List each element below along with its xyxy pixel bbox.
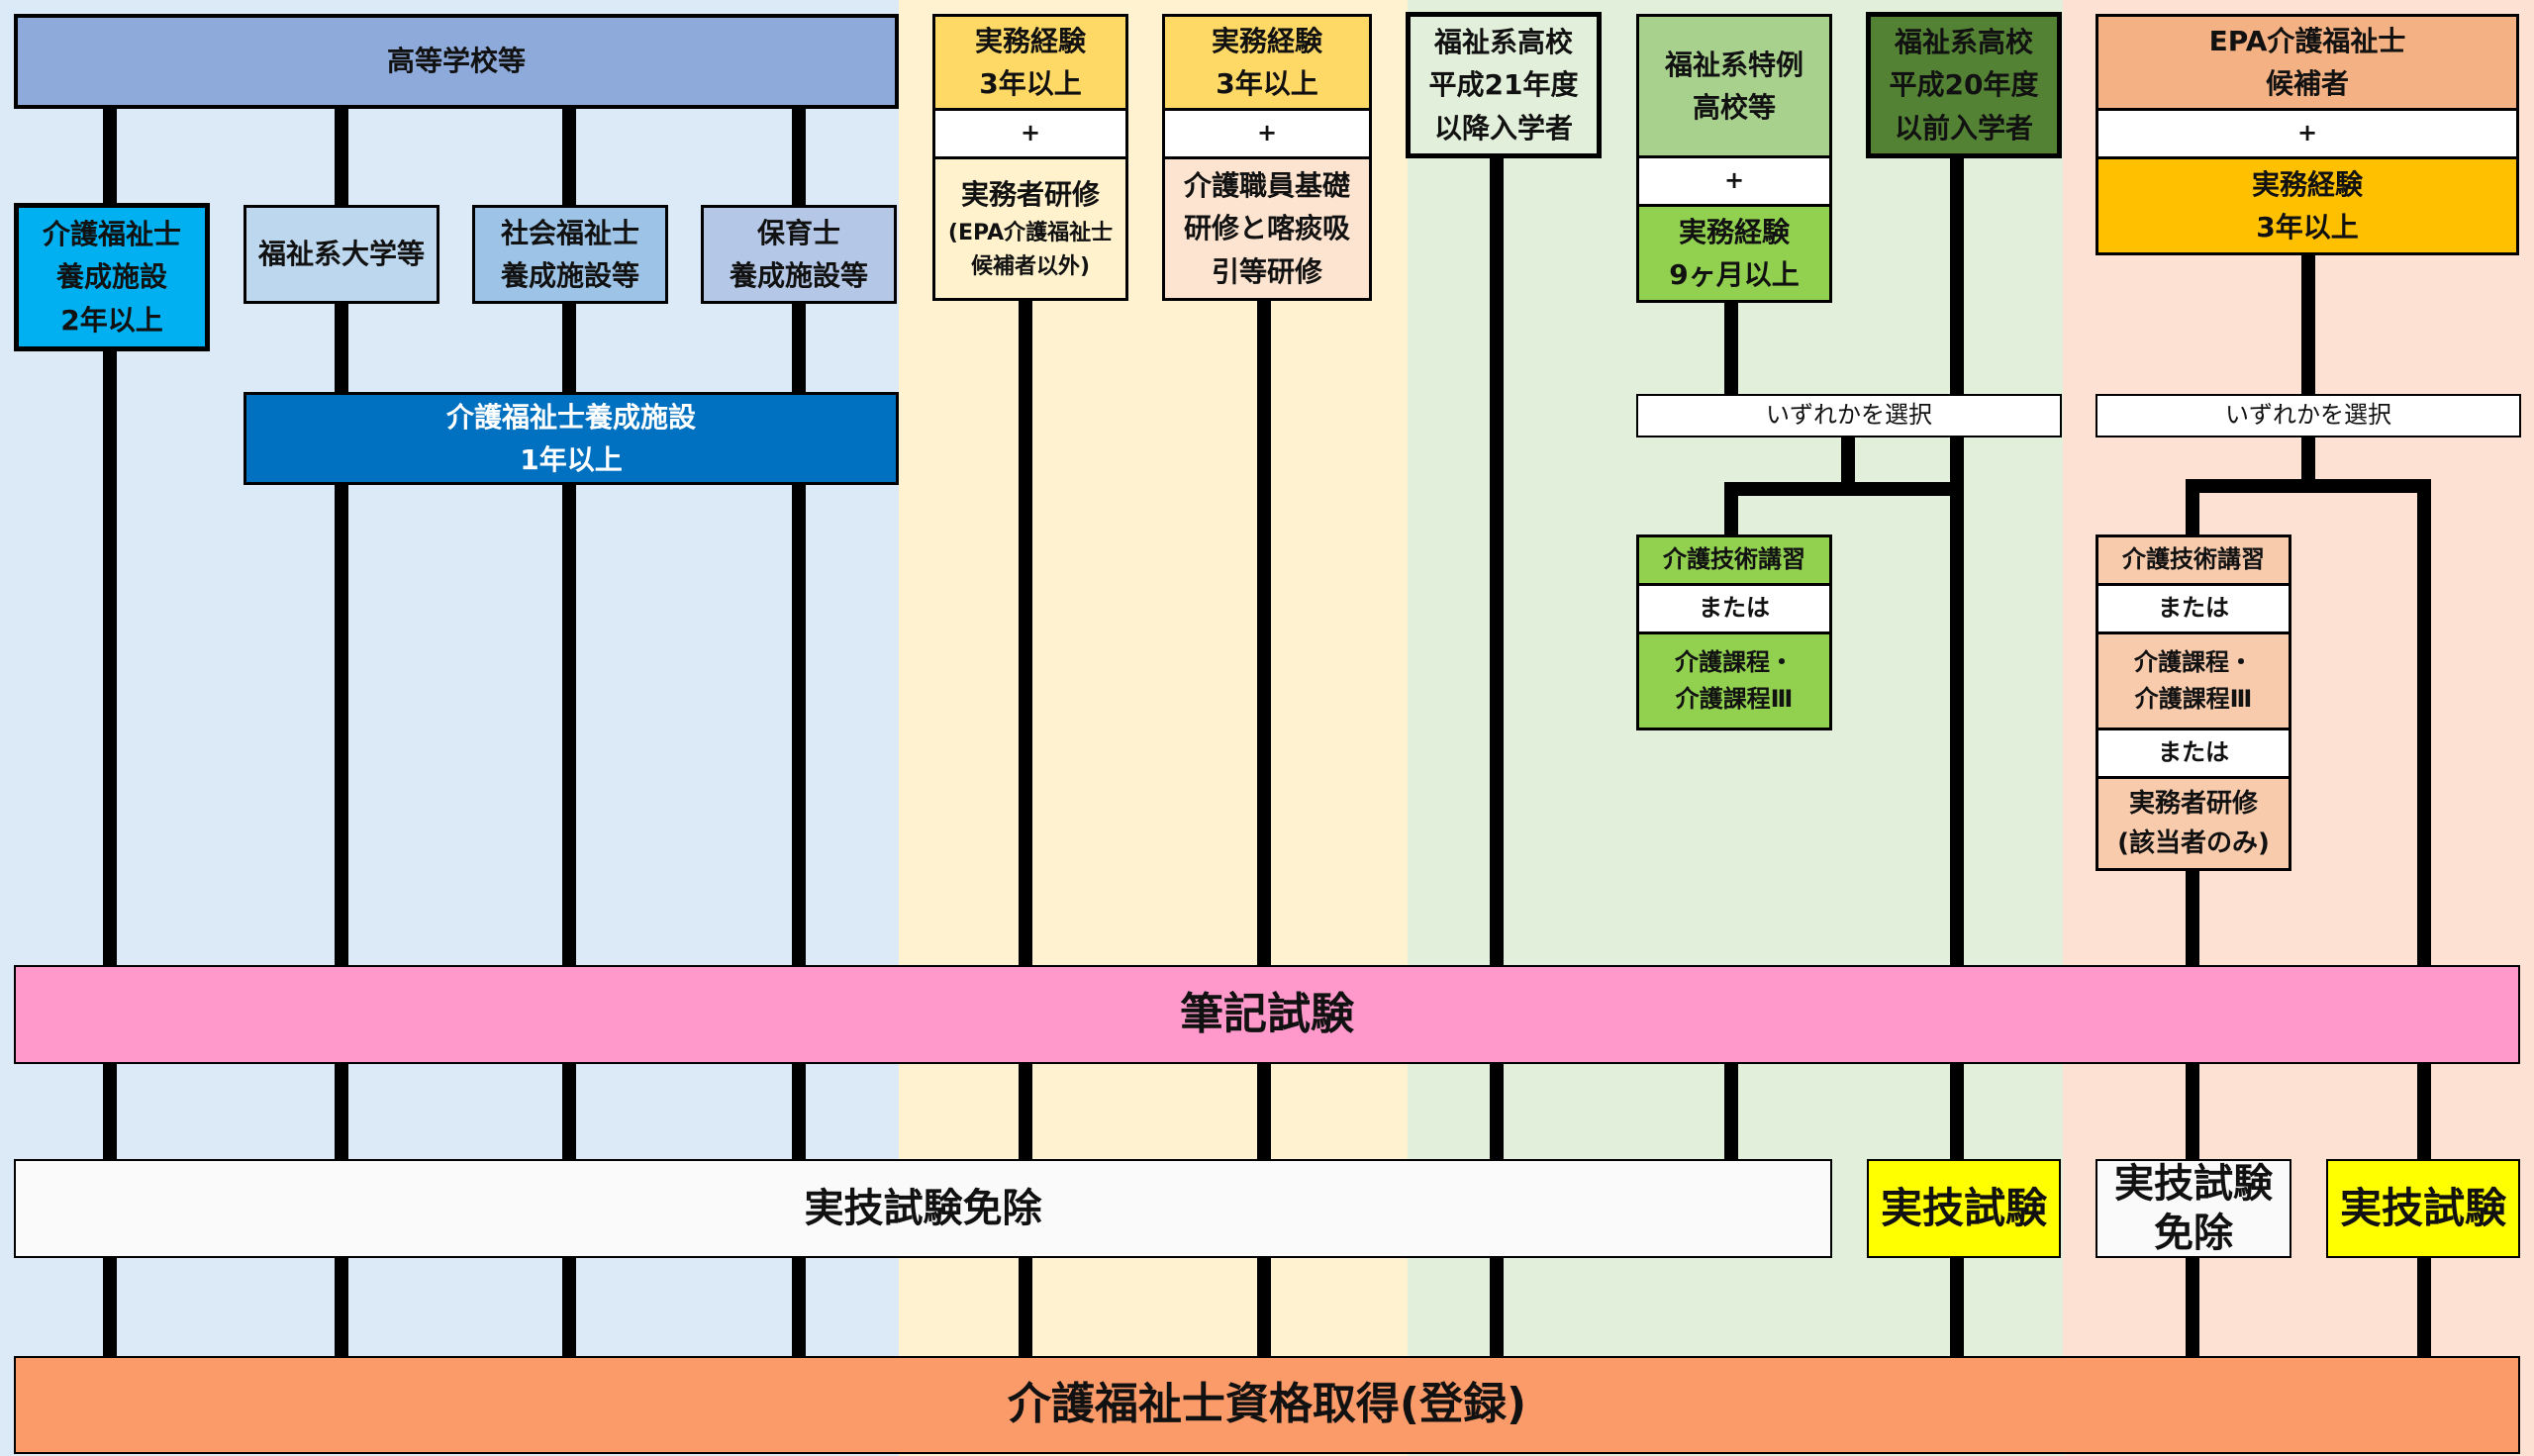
experience-9m-box: 実務経験 9ヶ月以上: [1636, 204, 1832, 303]
experience-3y-box-a: 実務経験 3年以上: [932, 14, 1128, 111]
practical-exam-exemption-box: 実技試験免除: [14, 1159, 1832, 1258]
practitioner-training-box: 実務者研修 (EPA介護福祉士 候補者以外): [932, 156, 1128, 301]
plus-sign-d: +: [2095, 108, 2519, 159]
practical-exam-exemption-box-epa: 実技試験 免除: [2095, 1159, 2291, 1258]
written-exam-bar: 筆記試験: [14, 965, 2520, 1064]
care-course-box-a: 介護課程・ 介護課程Ⅲ: [1636, 631, 1832, 730]
training-facility-1y-box: 介護福祉士養成施設 1年以上: [244, 392, 899, 485]
epa-practitioner-training-box: 実務者研修 (該当者のみ): [2095, 776, 2291, 871]
plus-sign-c: +: [1636, 155, 1832, 207]
care-skills-course-box-a: 介護技術講習: [1636, 534, 1832, 586]
or-label-b1: または: [2095, 583, 2291, 634]
welfare-hs-2009-box: 福祉系高校 平成21年度 以降入学者: [1406, 12, 1602, 158]
epa-experience-3y-box: 実務経験 3年以上: [2095, 156, 2519, 255]
practical-exam-box-a: 実技試験: [1867, 1159, 2061, 1258]
or-label-b2: または: [2095, 728, 2291, 779]
welfare-hs-2008-box: 福祉系高校 平成20年度 以前入学者: [1866, 12, 2062, 158]
qualification-bar: 介護福祉士資格取得(登録): [14, 1356, 2520, 1454]
social-worker-facility-box: 社会福祉士 養成施設等: [472, 205, 668, 304]
care-worker-basic-training-box: 介護職員基礎 研修と喀痰吸 引等研修: [1162, 156, 1372, 301]
plus-sign-b: +: [1162, 108, 1372, 159]
plus-sign-a: +: [932, 108, 1128, 159]
high-school-box: 高等学校等: [14, 14, 899, 109]
special-welfare-hs-box: 福祉系特例 高校等: [1636, 14, 1832, 158]
welfare-university-box: 福祉系大学等: [244, 205, 439, 304]
experience-3y-box-b: 実務経験 3年以上: [1162, 14, 1372, 111]
childcare-facility-box: 保育士 養成施設等: [701, 205, 897, 304]
practical-exam-box-b: 実技試験: [2326, 1159, 2520, 1258]
or-label-a: または: [1636, 583, 1832, 634]
care-course-box-b: 介護課程・ 介護課程Ⅲ: [2095, 631, 2291, 730]
care-skills-course-box-b: 介護技術講習: [2095, 534, 2291, 586]
choose-one-label-b: いずれかを選択: [2095, 394, 2521, 437]
training-facility-2y-box: 介護福祉士 養成施設 2年以上: [14, 203, 210, 351]
choose-one-label-a: いずれかを選択: [1636, 394, 2062, 437]
epa-candidate-box: EPA介護福祉士 候補者: [2095, 14, 2519, 111]
